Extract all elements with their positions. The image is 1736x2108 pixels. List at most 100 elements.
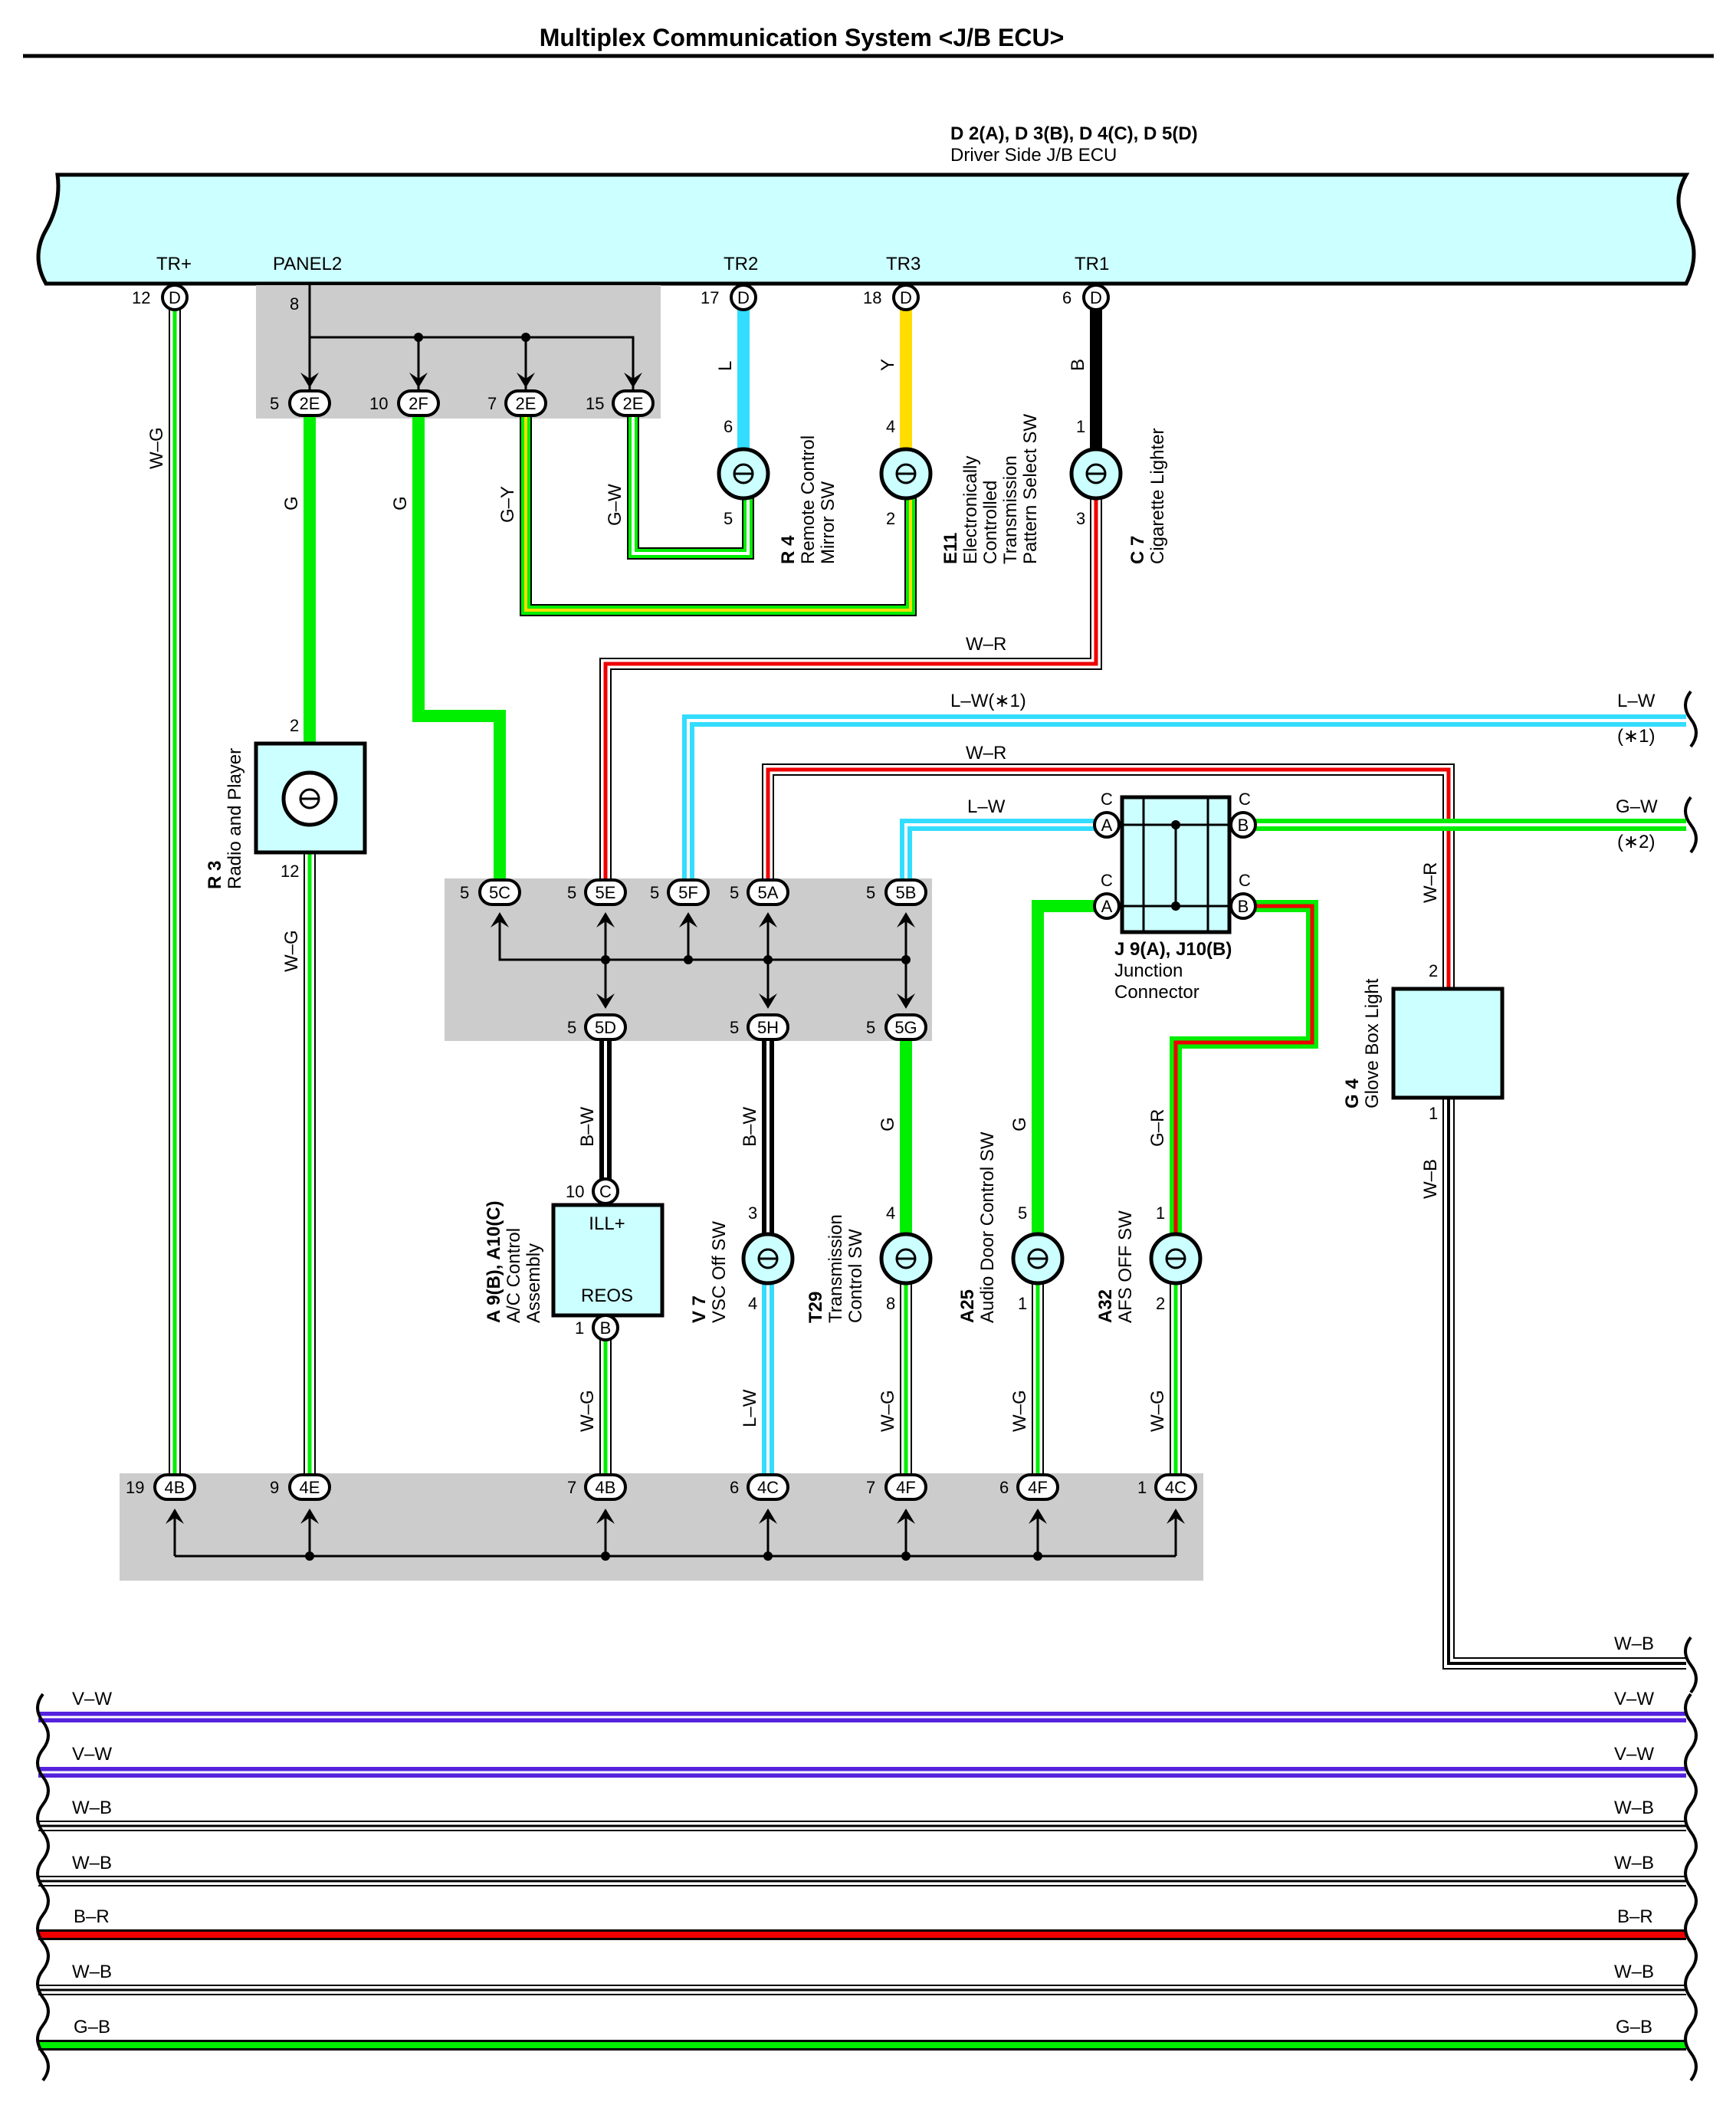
terminal-trplus: TR+ [156,254,192,274]
connector-2e-a: 2E [288,389,331,417]
svg-text:Controlled: Controlled [980,481,1001,564]
svg-text:4: 4 [886,417,895,436]
connector-5b: 5B [884,878,927,906]
svg-text:G: G [390,496,411,511]
svg-text:Remote Control: Remote Control [798,435,819,564]
label-e11: E11 Electronically Controlled Transmissi… [940,414,1041,564]
svg-text:Electronically: Electronically [960,456,981,564]
svg-text:Y: Y [878,359,898,371]
svg-text:L–W: L–W [740,1389,760,1427]
svg-text:C: C [1101,871,1113,890]
svg-text:10: 10 [369,394,388,413]
svg-text:W–G: W–G [1147,1390,1168,1432]
connector-4f-a: 4F [884,1473,927,1501]
svg-text:1: 1 [1018,1294,1027,1313]
svg-text:W–B: W–B [72,1853,112,1873]
svg-text:W–R: W–R [966,634,1006,655]
svg-text:4E: 4E [300,1478,320,1497]
svg-text:C: C [599,1182,612,1201]
ecu-name: Driver Side J/B ECU [950,145,1117,166]
svg-text:12: 12 [132,288,150,307]
svg-text:5G: 5G [894,1018,917,1037]
switch-t29 [879,1232,933,1285]
label-c7: C 7 Cigarette Lighter [1127,428,1168,564]
svg-text:6: 6 [730,1478,739,1497]
svg-text:A 9(B), A10(C): A 9(B), A10(C) [484,1200,504,1323]
connector-2f: 2F [397,389,440,417]
svg-text:5: 5 [866,883,875,902]
wire-lw1 [682,714,1686,880]
connector-5d: 5D [584,1013,627,1041]
svg-text:(∗1): (∗1) [1617,726,1655,747]
wire-labels-horizontal: W–R L–W(∗1) L–W (∗1) W–R L–W G–W (∗2) [950,634,1658,852]
label-j9-code: J 9(A), J10(B) [1114,939,1232,960]
junction-connector: A B A B [1093,795,1257,934]
svg-text:4F: 4F [896,1478,916,1497]
svg-text:1: 1 [1137,1478,1147,1497]
terminal-tr1: TR1 [1075,254,1109,274]
ac-control-assembly: C B ILL+ REOS [551,1177,665,1341]
svg-text:W–B: W–B [1614,1634,1654,1654]
svg-text:T29: T29 [806,1292,826,1323]
connector-5a: 5A [747,878,789,906]
svg-text:C: C [1101,790,1113,809]
label-a9: A 9(B), A10(C) A/C Control Assembly [484,1200,544,1323]
svg-text:5: 5 [730,1018,739,1037]
svg-text:E11: E11 [940,533,961,564]
svg-text:A25: A25 [957,1289,978,1323]
svg-text:VSC Off SW: VSC Off SW [709,1221,730,1323]
svg-text:5D: 5D [595,1018,616,1037]
connector-5h: 5H [747,1013,789,1041]
svg-text:D: D [169,288,181,307]
svg-text:Transmission: Transmission [1000,455,1021,564]
svg-text:5A: 5A [758,883,779,902]
wire-wr-c7 [599,497,1102,880]
terminal-tr3: TR3 [886,254,921,274]
svg-text:9: 9 [270,1478,279,1497]
svg-text:G–R: G–R [1147,1109,1168,1147]
terminal-panel2: PANEL2 [273,254,342,274]
svg-text:W–G: W–G [577,1390,598,1432]
connector-5e: 5E [584,878,627,906]
svg-text:5: 5 [650,883,659,902]
svg-text:12: 12 [281,862,299,881]
svg-text:2E: 2E [516,394,537,413]
svg-text:W–B: W–B [1614,1798,1654,1818]
svg-text:5: 5 [270,394,279,413]
svg-text:B–R: B–R [1617,1906,1653,1927]
svg-text:W–B: W–B [72,1962,112,1982]
svg-text:7: 7 [487,394,497,413]
ecu-code: D 2(A), D 3(B), D 4(C), D 5(D) [950,123,1198,144]
svg-text:6: 6 [999,1478,1009,1497]
svg-text:18: 18 [863,288,881,307]
svg-text:2: 2 [1429,961,1438,980]
svg-text:6: 6 [724,417,733,436]
svg-text:Pattern Select SW: Pattern Select SW [1020,414,1041,564]
wire-lw-junction [900,819,1107,880]
terminal-tr2: TR2 [724,254,758,274]
svg-text:5: 5 [730,883,739,902]
svg-text:G 4: G 4 [1342,1079,1363,1108]
label-v7: V 7 VSC Off SW [689,1221,730,1323]
svg-text:L–W: L–W [1617,691,1656,711]
svg-text:V–W: V–W [72,1689,112,1709]
svg-text:15: 15 [586,394,604,413]
switch-r4 [717,447,770,501]
svg-text:1: 1 [1429,1104,1438,1123]
svg-text:4B: 4B [165,1478,185,1497]
svg-text:G–W: G–W [1616,796,1658,817]
svg-text:(∗2): (∗2) [1617,832,1655,852]
svg-text:2F: 2F [409,394,428,413]
svg-text:B–W: B–W [740,1107,760,1147]
svg-text:Junction: Junction [1114,960,1183,981]
svg-text:Cigarette Lighter: Cigarette Lighter [1147,428,1168,564]
wire-gw-r4 [627,414,754,560]
svg-text:B–W: B–W [577,1107,598,1147]
svg-text:Connector: Connector [1114,982,1199,1003]
svg-text:Glove Box Light: Glove Box Light [1362,978,1383,1108]
svg-text:R 3: R 3 [205,861,225,889]
svg-text:W–G: W–G [146,427,167,469]
svg-text:B: B [1238,897,1249,916]
ecu-body [36,172,1696,286]
